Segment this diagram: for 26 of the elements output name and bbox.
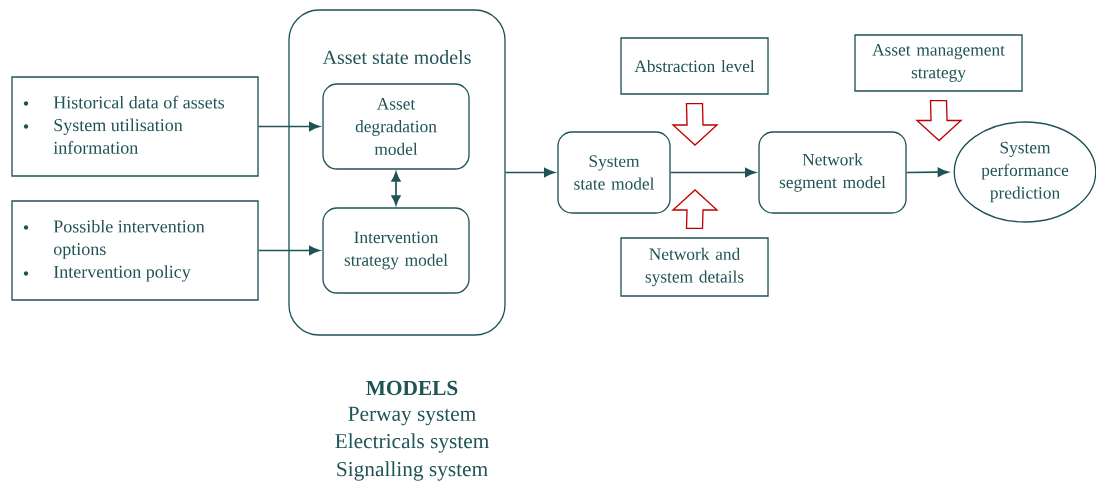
arrow <box>669 167 756 178</box>
model-box: Network segment model <box>758 131 907 214</box>
list-text: Perway system <box>348 406 476 426</box>
list-text: Possible intervention options <box>53 219 205 259</box>
arrow <box>905 167 949 177</box>
list-text: Historical data of assets <box>53 95 225 109</box>
block-arrow <box>671 103 719 146</box>
list-text: System utilisation information <box>53 118 183 154</box>
input-box <box>11 200 259 301</box>
info-box: Network and system details <box>620 237 769 297</box>
heading-text: MODELS <box>366 380 458 396</box>
model-box: System state model <box>557 131 671 214</box>
info-box: Abstraction level <box>620 37 769 95</box>
arrow <box>504 167 555 178</box>
model-box: Intervention strategy model <box>322 207 470 294</box>
arrow <box>391 171 401 206</box>
info-box: Asset management strategy <box>854 34 1023 92</box>
arrow <box>257 245 320 256</box>
input-box <box>11 76 259 177</box>
list-text: Intervention policy <box>53 265 191 282</box>
block-arrow <box>671 189 719 229</box>
arrow <box>257 121 320 132</box>
list-text: Signalling system <box>337 461 488 481</box>
model-box: Asset degradation model <box>322 83 470 170</box>
block-arrow <box>915 100 963 142</box>
list-text: Electricals system <box>335 433 489 453</box>
